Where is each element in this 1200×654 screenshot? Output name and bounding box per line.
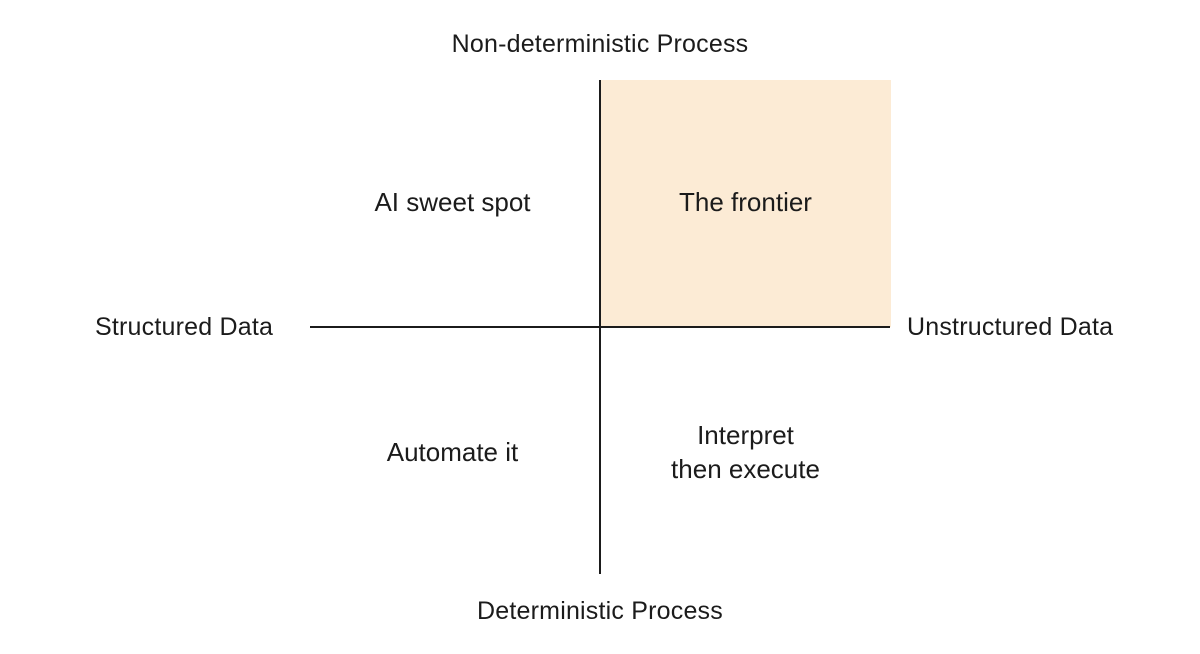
axis-label-top: Non-deterministic Process	[451, 30, 749, 58]
frontier-highlight	[600, 80, 891, 327]
vertical-axis	[599, 80, 601, 574]
quadrant-top-left: AI sweet spot	[305, 80, 600, 326]
quadrant-label: AI sweet spot	[374, 187, 531, 218]
quadrant-label-line-1: Interpret	[697, 420, 794, 451]
axis-label-right: Unstructured Data	[907, 313, 1114, 341]
quadrant-bottom-left: Automate it	[305, 328, 600, 578]
axis-label-left: Structured Data	[95, 313, 274, 341]
quadrant-label: Automate it	[386, 437, 519, 468]
quadrant-top-right: The frontier	[600, 80, 891, 326]
quadrant-label: The frontier	[679, 187, 812, 218]
quadrant-label-line-2: then execute	[671, 454, 820, 484]
quadrant-bottom-right: Interpret then execute	[600, 328, 891, 578]
axis-label-bottom: Deterministic Process	[477, 597, 723, 625]
